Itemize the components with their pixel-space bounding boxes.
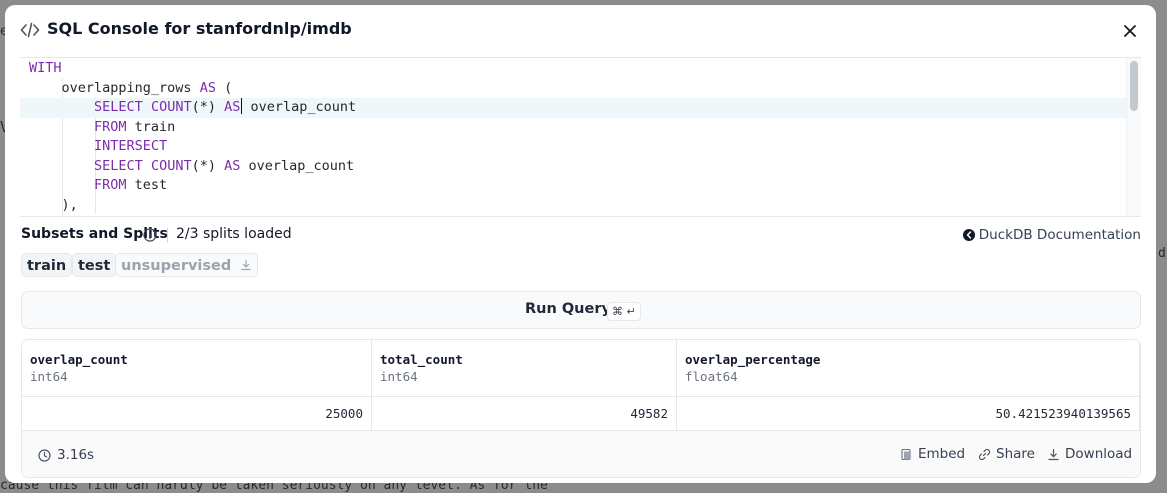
result-column-total-count: total_count int64 49582 [372,340,677,430]
results-footer: 3.16s Embed Share [22,430,1140,477]
column-type: int64 [30,369,68,384]
download-button[interactable]: Download [1047,446,1132,462]
column-header[interactable]: overlap_percentage float64 [677,340,1139,397]
code-line[interactable]: ), [29,196,78,213]
run-query-label: Run Query [525,301,611,317]
download-label: Download [1065,446,1133,462]
sql-editor[interactable]: WITH overlapping_rows AS ( SELECT COUNT(… [20,57,1141,217]
background-text-left: e [0,24,8,39]
column-type: int64 [380,369,418,384]
split-button-test[interactable]: test [72,253,117,277]
result-column-overlap-count: overlap_count int64 25000 [22,340,372,430]
code-line[interactable]: FROM train [94,118,176,135]
split-label: train [27,258,67,274]
column-name: total_count [380,352,463,367]
code-line[interactable]: INTERSECT [94,138,168,154]
divider [167,228,168,243]
embed-label: Embed [918,446,966,462]
clock-icon [38,448,51,462]
code-line[interactable]: WITH [29,60,62,76]
code-brackets-icon [20,22,40,38]
table-cell[interactable]: 25000 [325,406,363,421]
background-text-v: V [0,118,9,136]
modal-header: SQL Console for stanfordnlp/imdb [5,5,1156,57]
modal-title: SQL Console for stanfordnlp/imdb [47,19,352,38]
download-icon [1048,448,1059,460]
duckdb-documentation-label: DuckDB Documentation [978,227,1141,243]
split-label: unsupervised [121,258,232,274]
sql-console-modal: SQL Console for stanfordnlp/imdb WITH ov… [5,5,1156,483]
code-line[interactable]: overlapping_rows AS ( [29,79,233,96]
split-label: test [78,258,111,274]
background-text-right: d [1158,246,1166,261]
results-table: overlap_count int64 25000 total_count in… [21,339,1141,478]
duckdb-documentation-link[interactable]: DuckDB Documentation [962,227,1141,243]
column-type: float64 [685,369,738,384]
query-duration: 3.16s [38,447,94,463]
info-icon[interactable] [143,228,157,242]
column-header[interactable]: overlap_count int64 [22,340,371,397]
query-duration-value: 3.16s [57,447,95,463]
code-line[interactable]: FROM test [94,177,168,193]
close-icon[interactable] [1121,22,1139,40]
table-cell[interactable]: 49582 [630,406,668,421]
subsets-row: Subsets and Splits 2/3 splits loaded Duc… [21,225,1141,245]
subsets-label: Subsets and Splits [21,226,168,242]
editor-scroll-thumb[interactable] [1130,61,1138,111]
link-icon [978,448,991,460]
column-name: overlap_percentage [685,352,821,367]
embed-icon [901,448,911,460]
code-line[interactable]: SELECT COUNT(*) AS overlap_count [94,157,355,174]
indent-guide [62,77,63,216]
column-name: overlap_count [30,352,128,367]
arrow-circle-icon [962,229,975,241]
embed-button[interactable]: Embed [900,446,965,462]
download-icon [241,259,251,271]
column-header[interactable]: total_count int64 [372,340,676,397]
text-caret [241,98,243,114]
editor-scrollbar[interactable] [1126,58,1141,216]
code-line[interactable]: SELECT COUNT(*) AS overlap_count [20,98,1126,118]
table-cell[interactable]: 50.421523940139565 [995,406,1131,421]
splits-loaded-status: 2/3 splits loaded [176,226,292,242]
result-column-overlap-percentage: overlap_percentage float64 50.4215239401… [677,340,1140,430]
indent-guide [95,97,96,214]
share-label: Share [996,446,1035,462]
share-button[interactable]: Share [978,446,1035,462]
split-button-unsupervised[interactable]: unsupervised [115,253,259,277]
run-query-button[interactable]: Run Query ⌘ ↵ [21,291,1141,329]
keyboard-shortcut-badge: ⌘ ↵ [607,302,641,321]
split-button-train[interactable]: train [21,253,73,277]
